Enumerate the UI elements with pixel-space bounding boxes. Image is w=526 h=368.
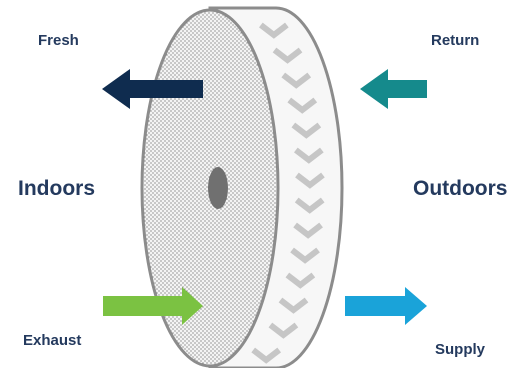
fresh-arrow-icon <box>102 69 203 109</box>
supply-arrow-icon <box>345 287 427 325</box>
exhaust-label: Exhaust <box>23 332 82 349</box>
return-arrow-icon <box>360 69 427 109</box>
chevron-icon <box>290 247 320 264</box>
chevron-icon <box>268 322 299 339</box>
supply-label: Supply <box>435 341 486 358</box>
fresh-label: Fresh <box>38 32 79 49</box>
chevron-icon <box>291 122 322 139</box>
chevron-icon <box>294 197 325 214</box>
rim-chevrons <box>251 22 325 364</box>
chevron-icon <box>281 72 312 89</box>
chevron-icon <box>294 147 324 164</box>
wheel-hub <box>208 167 228 209</box>
chevron-icon <box>285 272 316 289</box>
chevron-icon <box>293 222 323 239</box>
chevron-icon <box>259 22 289 39</box>
chevron-icon <box>295 172 325 189</box>
indoors-label: Indoors <box>18 177 95 200</box>
chevron-icon <box>272 47 303 64</box>
outdoors-label: Outdoors <box>413 177 508 200</box>
chevron-icon <box>251 347 282 364</box>
chevron-icon <box>287 97 318 114</box>
exhaust-arrow-icon <box>103 287 203 325</box>
return-label: Return <box>431 32 480 49</box>
chevron-icon <box>278 297 309 314</box>
